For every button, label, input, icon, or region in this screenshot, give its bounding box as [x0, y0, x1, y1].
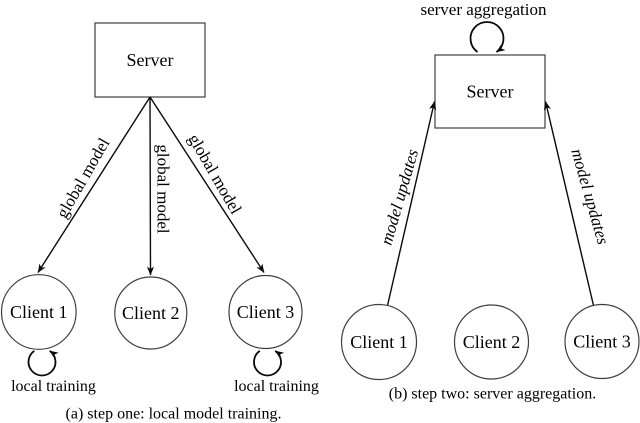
- right-client2-circle: [453, 304, 530, 380]
- right-edge-from-client3: [543, 101, 595, 306]
- server-aggregation-label: server aggregation: [420, 0, 547, 19]
- left-loop-label-2: local training: [234, 378, 319, 395]
- left-client1-label: Client 1: [10, 302, 68, 322]
- left-client1-selfloop: [27, 350, 59, 377]
- left-client2-circle: [114, 276, 188, 350]
- right-client3-circle: [564, 303, 640, 380]
- left-client2-label: Client 2: [122, 303, 180, 323]
- subfigure-b: server aggregation Server model updates …: [340, 0, 640, 403]
- left-client3-selfloop: [253, 350, 285, 377]
- left-edge-label-3: global model: [184, 131, 245, 218]
- left-client3-circle: [228, 274, 303, 350]
- right-client2-label: Client 2: [463, 332, 521, 352]
- left-edge-to-client2: [146, 96, 155, 276]
- left-edge-label-1: global model: [52, 134, 113, 221]
- caption-b: (b) step two: server aggregation.: [389, 386, 596, 403]
- left-edge-to-client3: [149, 96, 265, 273]
- left-edge-to-client1: [37, 96, 151, 273]
- left-client1-circle: [0, 274, 77, 350]
- subfigure-a: Server global model global model global …: [0, 22, 319, 423]
- left-edge-label-2: global model: [154, 144, 173, 234]
- right-client1-label: Client 1: [350, 332, 408, 352]
- right-edge-from-client1: [386, 101, 437, 306]
- left-loop-label-1: local training: [11, 378, 96, 395]
- right-edge-label-1: model updates: [377, 147, 423, 247]
- left-server-label: Server: [127, 50, 174, 70]
- right-edge-label-2: model updates: [567, 146, 613, 246]
- right-client3-label: Client 3: [573, 332, 631, 352]
- left-client3-label: Client 3: [237, 302, 295, 322]
- right-client1-circle: [340, 303, 418, 381]
- server-selfloop: [469, 21, 506, 53]
- right-server-box: [434, 54, 546, 129]
- right-server-label: Server: [467, 82, 514, 102]
- caption-a: (a) step one: local model training.: [66, 406, 282, 423]
